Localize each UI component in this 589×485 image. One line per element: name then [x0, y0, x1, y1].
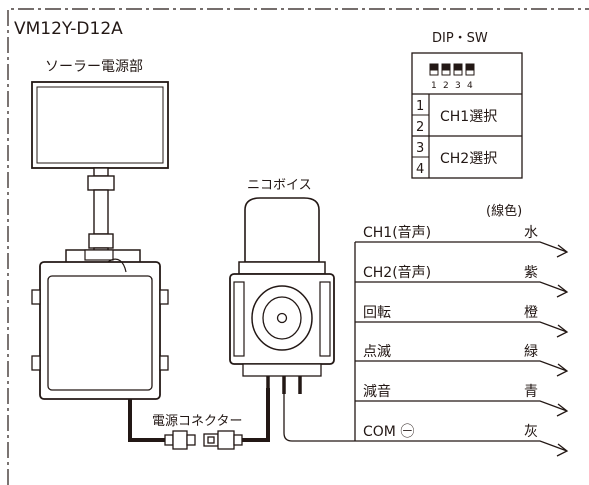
wire-trunk: [283, 394, 355, 442]
dip-number-1: 1: [431, 81, 437, 91]
wire-name-com: COM ㊀: [363, 424, 414, 440]
dip-title: DIP・SW: [432, 31, 488, 46]
power-connector: [164, 430, 243, 450]
speaker-cable: [242, 388, 270, 442]
solar-pole: [87, 167, 115, 259]
battery-box: [31, 249, 169, 400]
dip-row-1-switch-a: 1: [416, 99, 424, 114]
speaker-device: [229, 197, 335, 394]
wire-name-rotation: 回転: [363, 305, 391, 321]
battery-cable: [128, 399, 165, 442]
wire-color-header: (線色): [486, 203, 522, 219]
model-title: VM12Y-D12A: [14, 19, 123, 39]
wire-name-ch2: CH2(音声): [363, 264, 431, 281]
wire-lines: [355, 241, 569, 457]
dip-row-2-switch-b: 4: [416, 162, 424, 177]
dip-switch-levers: [429, 63, 475, 76]
solar-label: ソーラー電源部: [45, 59, 143, 75]
wire-name-flash: 点滅: [363, 344, 391, 360]
wire-color-ch2: 紫: [524, 265, 538, 281]
dip-switch-table: [411, 52, 523, 179]
dip-number-2: 2: [443, 81, 449, 91]
dip-number-3: 3: [455, 81, 461, 91]
wire-color-com: 灰: [524, 424, 538, 440]
wire-color-rotation: 橙: [524, 305, 538, 321]
solar-panel: [31, 81, 169, 169]
dip-row-1-label: CH1選択: [440, 109, 497, 125]
wire-color-volume-down: 青: [524, 384, 538, 400]
dip-row-2-switch-a: 3: [416, 141, 424, 156]
wire-color-flash: 緑: [524, 344, 538, 360]
speaker-label: ニコボイス: [247, 178, 312, 193]
wire-name-volume-down: 減音: [363, 383, 391, 400]
connector-label: 電源コネクター: [152, 414, 242, 429]
dip-row-1-switch-b: 2: [416, 120, 424, 135]
wire-name-ch1: CH1(音声): [363, 224, 431, 241]
dip-row-2-label: CH2選択: [440, 151, 497, 167]
dip-number-4: 4: [467, 81, 473, 91]
wire-color-ch1: 水: [524, 225, 538, 241]
